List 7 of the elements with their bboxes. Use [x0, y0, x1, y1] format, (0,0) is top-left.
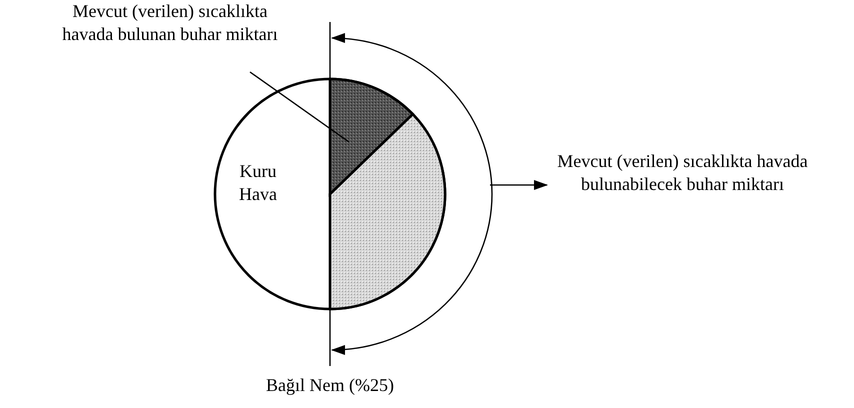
arrow — [490, 180, 548, 190]
part-label: Kuru Hava — [238, 160, 278, 206]
pie-slice — [328, 78, 414, 196]
leader-line — [250, 71, 350, 143]
callout-text: Mevcut (verilen) sıcaklıkta havada bulunan buhar miktarı — [55, 0, 285, 46]
caption-text: Bağıl Nem (%25) — [265, 374, 395, 397]
callout-text: Mevcut (verilen) sıcaklıkta havada bulunabilecek buhar miktarı — [545, 150, 820, 196]
